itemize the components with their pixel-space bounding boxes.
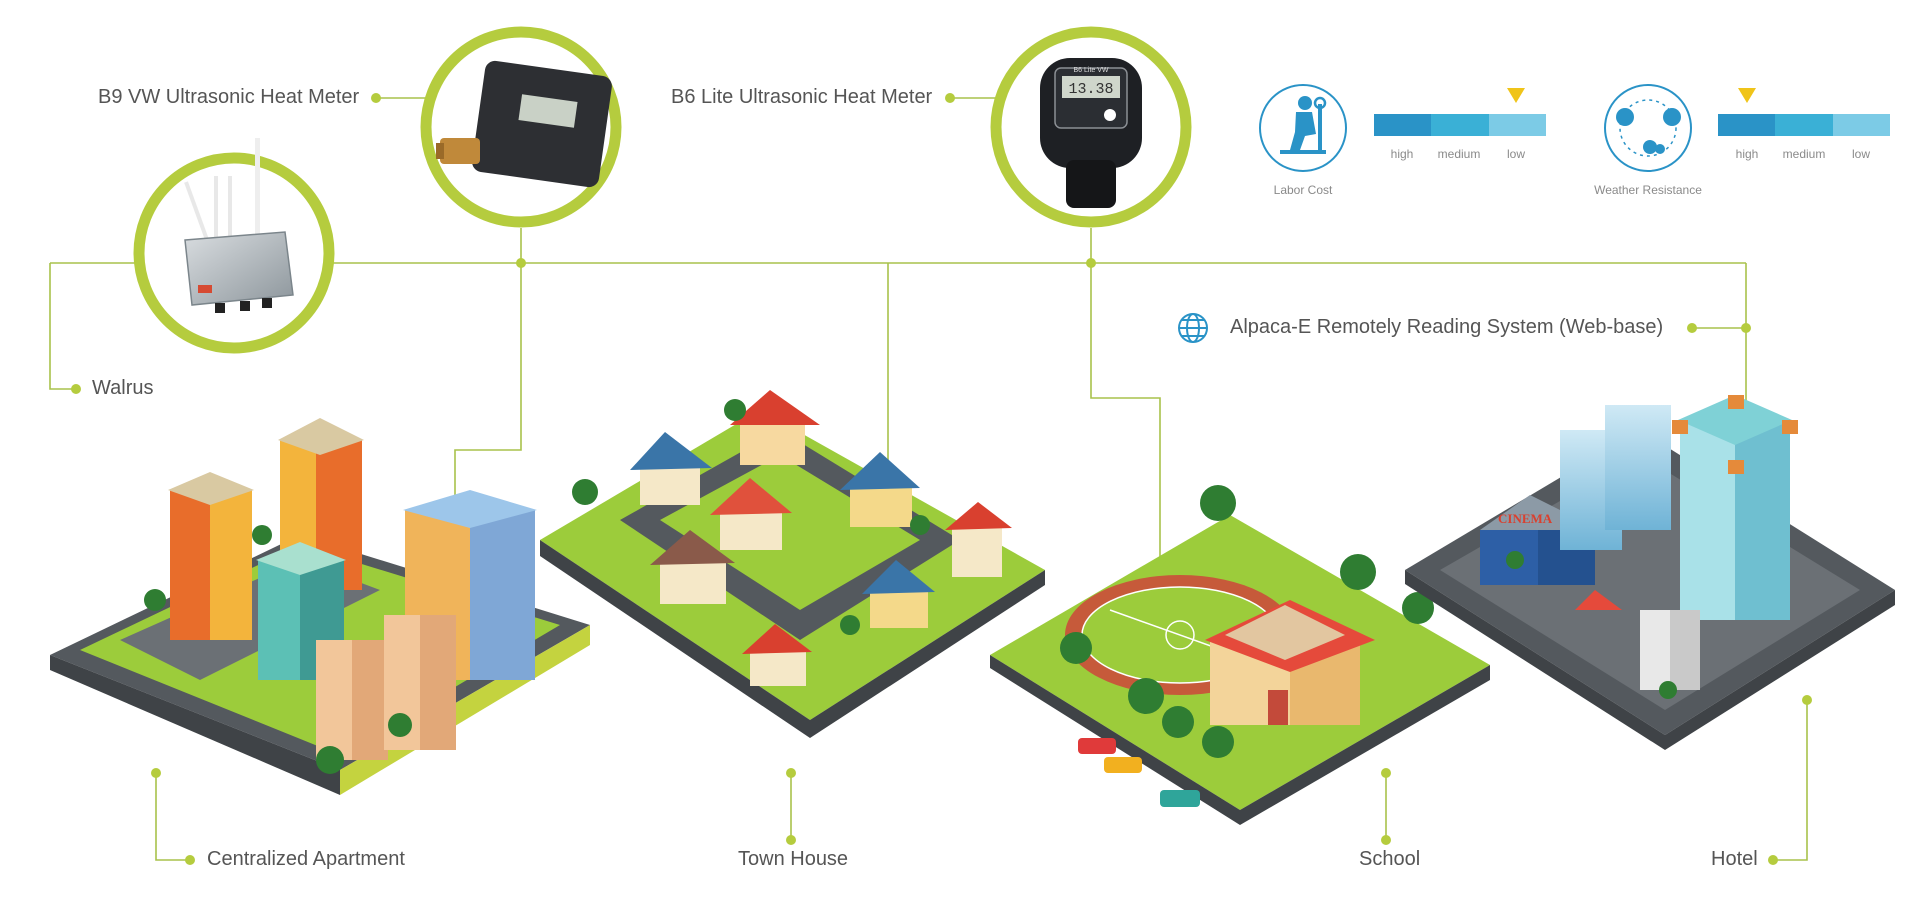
- townhouse-label: Town House: [738, 848, 849, 870]
- b6-meter-label: B6 Lite Ultrasonic Heat Meter: [671, 86, 933, 108]
- b9-meter-image: [420, 26, 622, 228]
- school-label: School: [1359, 848, 1421, 870]
- school-scene-illustration: [990, 485, 1490, 825]
- scale-segment-high: [1374, 114, 1432, 136]
- scale-segment-medium: [1775, 114, 1833, 136]
- system-label: Alpaca-E Remotely Reading System (Web-ba…: [1230, 316, 1664, 338]
- hotel-label: Hotel: [1711, 848, 1758, 870]
- weather-resistance-icon: [1604, 84, 1692, 172]
- weather-scale-medium: medium: [1782, 147, 1826, 161]
- walrus-connector: [49, 263, 76, 390]
- scale-segment-medium: [1431, 114, 1489, 136]
- apartment-scene-illustration: [50, 418, 590, 795]
- weather-resistance-scale: [1718, 114, 1890, 136]
- b6-display-title: B6 Lite VW: [1073, 67, 1108, 74]
- school-connector: [1090, 263, 1161, 570]
- labor-cost-scale: [1374, 114, 1546, 136]
- apartment-label: Centralized Apartment: [207, 848, 405, 870]
- weather-resistance-level-marker: [1738, 88, 1756, 103]
- labor-cost-label: Labor Cost: [1273, 183, 1333, 197]
- weather-resistance-label: Weather Resistance: [1594, 183, 1702, 197]
- walrus-label: Walrus: [92, 377, 154, 399]
- hotel-label-connector: [1773, 700, 1808, 861]
- weather-scale-high: high: [1735, 147, 1759, 161]
- hotel-scene-illustration: CINEMA: [1405, 395, 1895, 750]
- b9-meter-label: B9 VW Ultrasonic Heat Meter: [98, 86, 360, 108]
- scale-segment-high: [1718, 114, 1776, 136]
- globe-icon: [1178, 313, 1208, 343]
- labor-cost-icon: [1259, 84, 1347, 172]
- b6-display-text: 13.38: [1068, 81, 1113, 98]
- labor-scale-high: high: [1390, 147, 1414, 161]
- weather-scale-low: low: [1851, 147, 1871, 161]
- apartment-connector: [454, 263, 522, 522]
- walrus-gateway-image: [133, 138, 335, 354]
- labor-scale-low: low: [1506, 147, 1526, 161]
- connector-lines: [49, 97, 1808, 861]
- scale-segment-low: [1488, 114, 1546, 136]
- scale-segment-low: [1832, 114, 1890, 136]
- cinema-sign: CINEMA: [1498, 511, 1553, 526]
- labor-scale-medium: medium: [1437, 147, 1481, 161]
- b6-meter-image: 13.38 B6 Lite VW: [990, 26, 1192, 228]
- labor-cost-level-marker: [1507, 88, 1525, 103]
- apartment-label-connector: [155, 773, 190, 861]
- townhouse-scene-illustration: [540, 390, 1045, 738]
